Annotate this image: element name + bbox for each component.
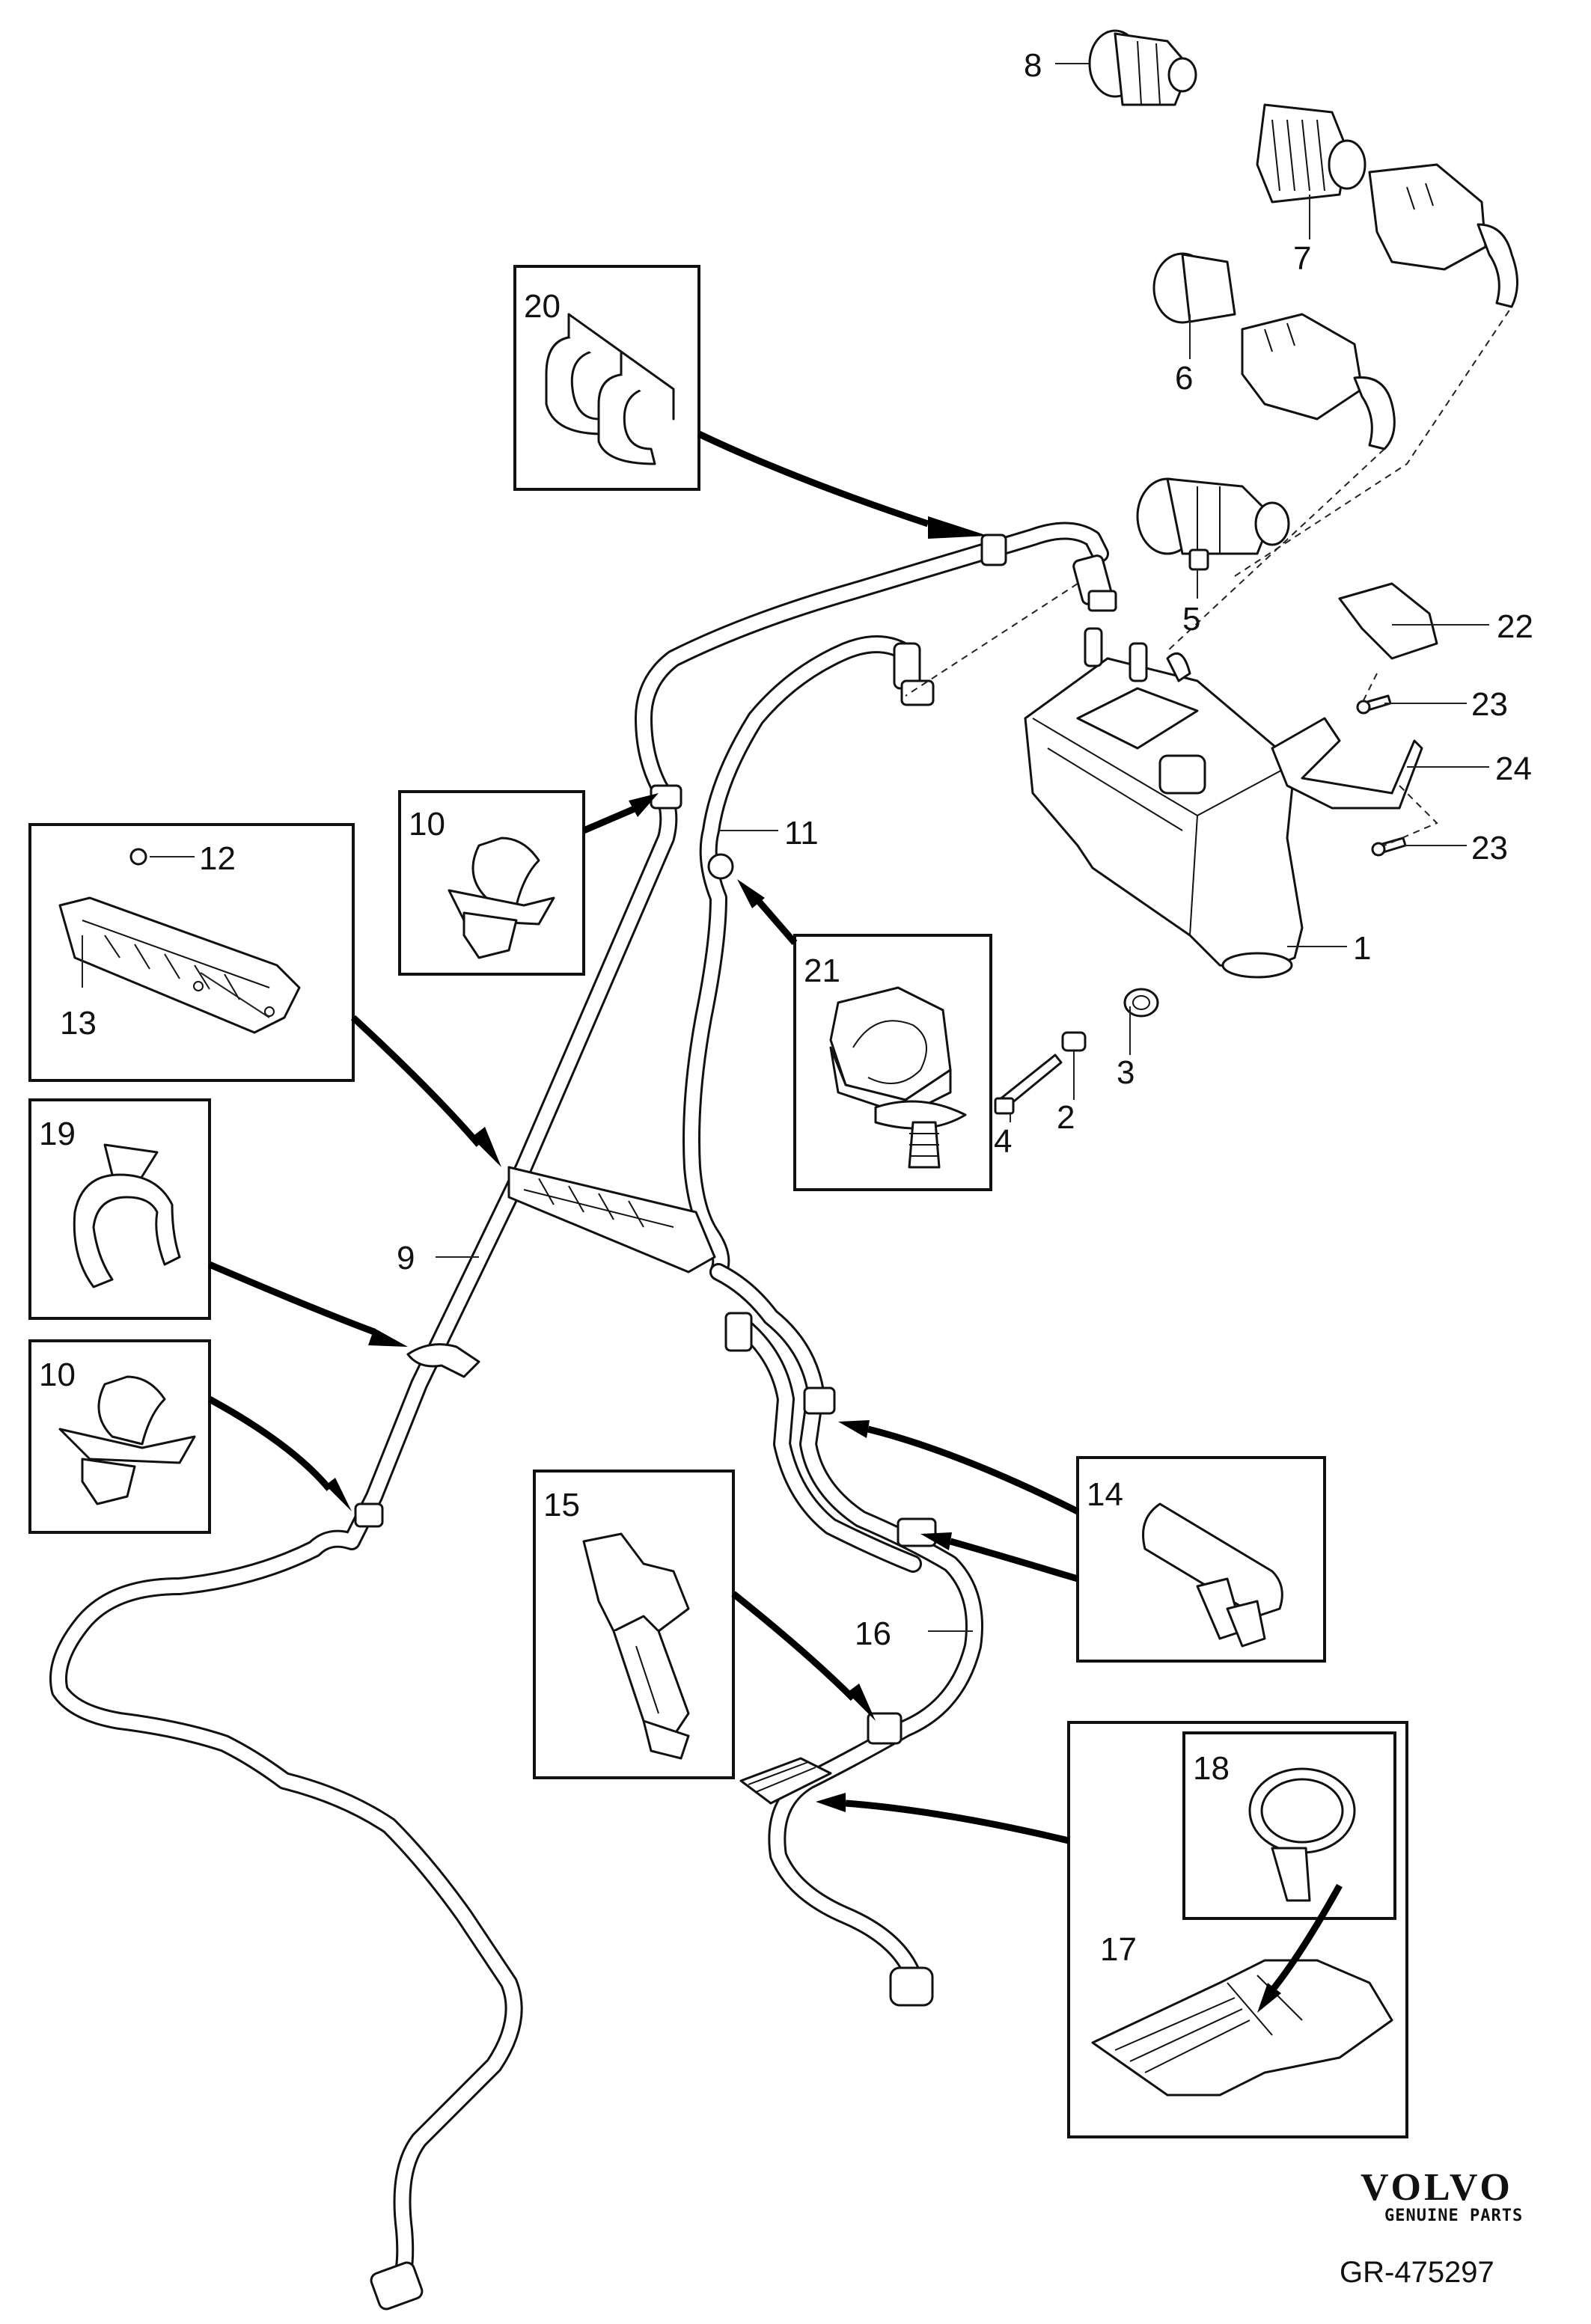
bolt-4 <box>994 1054 1063 1115</box>
hose-connector-11 <box>893 642 935 706</box>
hose-9 <box>49 522 1109 2299</box>
dashed-lines <box>905 306 1512 846</box>
drawing-number: GR-475297 <box>1340 2256 1494 2289</box>
inset-box-17 <box>1067 1721 1408 2138</box>
hose-clip-21-installed <box>707 853 734 880</box>
hose-16 <box>709 1263 983 1984</box>
hose-clip-10-installed-lower <box>354 1502 384 1528</box>
callout-5: 5 <box>1182 601 1200 637</box>
callout-21: 21 <box>804 952 840 989</box>
inset-box-12-13 <box>28 823 355 1082</box>
callout-22: 22 <box>1497 608 1533 645</box>
callout-15: 15 <box>543 1487 580 1523</box>
hose-end-connector-bottom <box>889 1966 934 2007</box>
spacer-2 <box>1061 1031 1087 1052</box>
callout-12: 12 <box>199 840 236 877</box>
inset-box-19 <box>28 1098 211 1320</box>
valve-5 <box>1136 477 1290 571</box>
callout-6: 6 <box>1175 360 1193 397</box>
callout-10-upper: 10 <box>409 806 445 843</box>
callout-20: 20 <box>524 288 561 325</box>
brand-tagline: GENUINE PARTS <box>1384 2207 1523 2225</box>
hose-clip-20-installed <box>980 533 1007 566</box>
callout-3: 3 <box>1117 1054 1135 1091</box>
hose-end-connector-top <box>1072 554 1117 612</box>
pointer-arrows <box>207 430 1343 2013</box>
inset-box-15 <box>533 1470 735 1779</box>
screw-23-upper <box>1356 694 1392 715</box>
hose-clip-10-installed-upper <box>650 784 682 810</box>
inset-box-18 <box>1182 1731 1396 1920</box>
bracket-13-installed <box>507 1166 716 1273</box>
callout-23-upper: 23 <box>1471 686 1508 723</box>
callout-2: 2 <box>1057 1099 1075 1136</box>
callout-8: 8 <box>1024 47 1042 84</box>
callout-19: 19 <box>39 1116 76 1152</box>
callout-11: 11 <box>784 815 819 851</box>
protective-cover-17-installed <box>739 1757 832 1805</box>
hose-clip-19-installed <box>406 1343 480 1378</box>
hose-11 <box>682 635 918 1281</box>
hose-connector-16-upper <box>724 1312 753 1352</box>
valve-6 <box>1152 252 1396 450</box>
callout-1: 1 <box>1353 930 1371 967</box>
hose-clip-15-installed <box>867 1712 903 1745</box>
callout-numbers: 8 7 6 5 22 23 24 23 1 3 2 4 11 20 10 12 … <box>39 47 1533 1968</box>
callout-9: 9 <box>397 1240 415 1276</box>
callout-17: 17 <box>1100 1931 1137 1968</box>
bracket-24 <box>1271 717 1423 810</box>
inset-box-10-lower <box>28 1339 211 1534</box>
callout-10-lower: 10 <box>39 1357 76 1393</box>
hose-end-connector-9 <box>370 2261 424 2311</box>
valve-7 <box>1256 103 1518 308</box>
bracket-22 <box>1338 582 1438 660</box>
evap-canister-1 <box>1024 627 1304 979</box>
brand-block: VOLVO GENUINE PARTS GR-475297 <box>1340 2166 1523 2289</box>
screw-23-lower <box>1371 837 1407 857</box>
callout-13: 13 <box>60 1005 97 1042</box>
seal-ring-3 <box>1123 988 1159 1018</box>
callout-24: 24 <box>1495 750 1532 787</box>
inset-box-21 <box>793 934 992 1191</box>
inset-box-20 <box>513 265 700 491</box>
callout-18: 18 <box>1193 1750 1230 1787</box>
inset-box-14 <box>1076 1456 1326 1663</box>
valve-8 <box>1088 29 1197 106</box>
callout-14: 14 <box>1087 1476 1123 1513</box>
callout-4: 4 <box>994 1123 1012 1160</box>
leader-lines <box>82 63 1489 1632</box>
callout-16: 16 <box>855 1615 891 1652</box>
inset-box-10-upper <box>398 790 585 976</box>
brand-logo-text: VOLVO <box>1361 2166 1513 2209</box>
hose-clip-14-installed <box>803 1386 937 1547</box>
callout-23-lower: 23 <box>1471 830 1508 866</box>
callout-7: 7 <box>1293 240 1311 277</box>
